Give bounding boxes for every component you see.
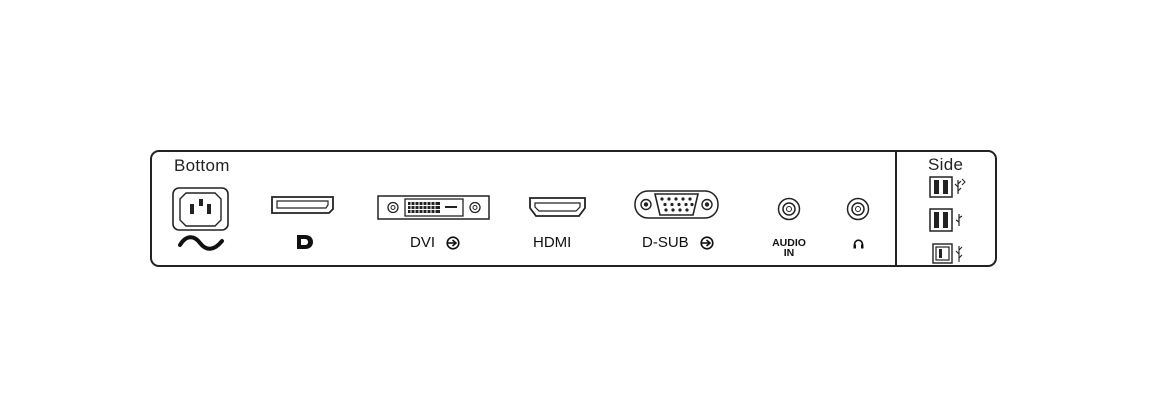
side-section-label: Side xyxy=(928,155,964,174)
hdmi-label: HDMI xyxy=(533,234,572,251)
audio-in-label-line2: IN xyxy=(783,247,795,259)
headphone-jack-icon xyxy=(846,197,870,221)
connector-panel xyxy=(150,150,997,267)
displayport-connector-icon xyxy=(271,196,334,214)
displayport-icon xyxy=(297,235,313,249)
dvi-connector-icon xyxy=(377,195,490,220)
dsub-connector-icon xyxy=(634,190,719,219)
analog-input-icon xyxy=(700,236,714,250)
audio-in-label-line1: AUDIO xyxy=(772,237,806,249)
headphone-icon xyxy=(853,239,864,249)
dsub-label: D-SUB xyxy=(642,234,689,251)
audio-in-jack-icon xyxy=(777,197,801,221)
hdmi-connector-icon xyxy=(529,197,586,217)
digital-input-icon xyxy=(446,236,460,250)
usb-port-icon xyxy=(929,176,966,198)
power-ac-inlet-icon xyxy=(172,187,229,251)
dvi-label: DVI xyxy=(410,234,436,251)
usb-port-icon xyxy=(929,208,963,232)
bottom-section-label: Bottom xyxy=(174,156,230,175)
panel-divider xyxy=(895,150,897,267)
audio-in-label: AUDIO IN xyxy=(764,237,814,259)
usb-c-port-icon xyxy=(932,243,963,264)
